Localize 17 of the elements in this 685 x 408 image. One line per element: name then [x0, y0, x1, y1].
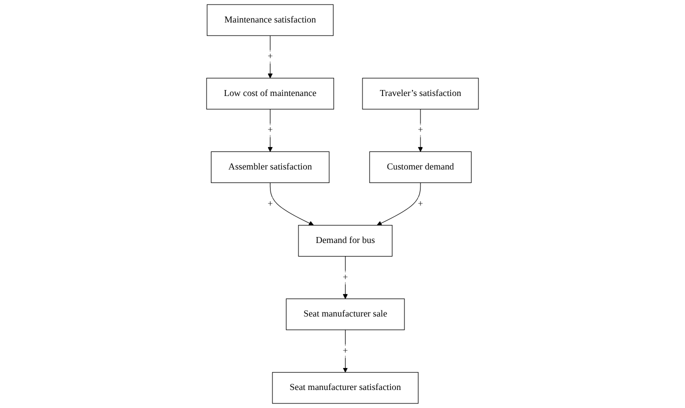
- node-box: Maintenance satisfaction: [206, 4, 334, 36]
- edge-label: +: [268, 52, 273, 62]
- node-box: Traveler’s satisfaction: [362, 78, 479, 110]
- node-box: Demand for bus: [298, 224, 392, 257]
- node-box: Low cost of maintenance: [206, 78, 334, 110]
- edge-label: +: [342, 346, 348, 356]
- edge-label: +: [418, 198, 424, 209]
- edge-label: +: [342, 272, 348, 282]
- edge-label: +: [268, 125, 273, 136]
- node-box: Customer demand: [369, 151, 472, 184]
- edge-label: +: [418, 125, 424, 136]
- arrow: [376, 182, 421, 226]
- node-box: Seat manufacturer sale: [286, 298, 405, 330]
- arrow: [270, 182, 314, 226]
- node-box: Seat manufacturer satisfaction: [272, 372, 418, 404]
- node-box: Assembler satisfaction: [210, 151, 330, 184]
- edge-label: +: [268, 198, 273, 209]
